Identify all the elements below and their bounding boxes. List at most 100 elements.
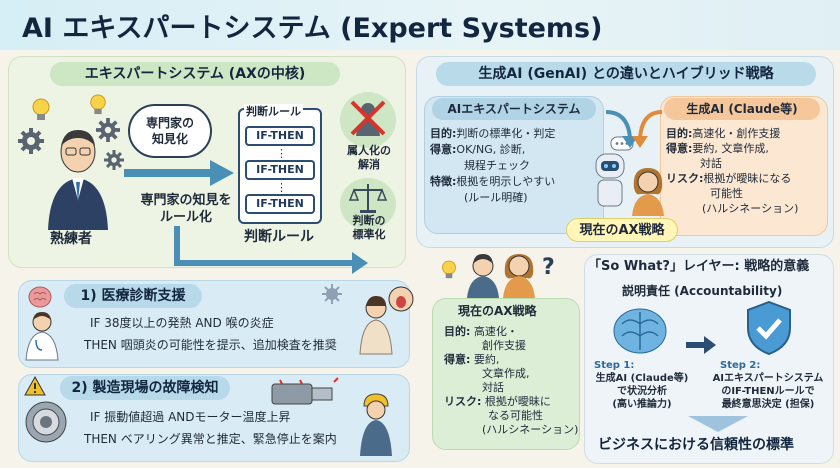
bubble-line-2: 知見化: [151, 132, 188, 146]
conclusion-text: ビジネスにおける信頼性の標準: [598, 437, 794, 453]
svg-text:?: ?: [542, 255, 555, 280]
expert-avatar: [48, 130, 108, 230]
example-1-if: IF 38度以上の発熱 AND 喉の炎症: [90, 316, 274, 330]
middle-ax-card: [432, 298, 580, 450]
genai-title: 生成AI (Claude等): [664, 98, 820, 120]
arrow-right-icon: [686, 336, 716, 354]
robot-avatar: [595, 153, 625, 207]
title-bar: [0, 0, 840, 50]
middle-row: 対話: [482, 381, 504, 394]
rule-title-bottom: 判断ルール: [244, 229, 314, 245]
engineer-avatar: [360, 393, 392, 456]
benefit-1-line-1: 属人化の: [347, 144, 391, 157]
benefit-2-line-1: 判断の: [352, 214, 386, 227]
cross-person-icon: [350, 100, 386, 136]
ai-expert-row: 規程チェック: [464, 159, 530, 172]
ai-expert-rows: 目的:判断の標準化・判定 得意:OK/NG, 診断, 規程チェック 特徴:根拠を…: [430, 126, 600, 206]
shield-check-icon: [747, 300, 791, 356]
brain-icon: [613, 308, 667, 354]
woman-avatar: [503, 254, 535, 298]
question-icon: ?: [542, 255, 555, 280]
benefit-2-line-2: 標準化: [352, 228, 386, 241]
lightbulb-icon: [90, 94, 106, 115]
gear-icon: [18, 128, 44, 154]
step-1-text: 生成AI (Claude等) で状況分析 (高い推論力): [594, 372, 690, 411]
example-1-then: THEN 咽頭炎の可能性を提示、追加検査を推奨: [84, 338, 337, 352]
genai-row: (ハルシネーション): [702, 202, 799, 215]
middle-row: 創作支援: [482, 339, 526, 352]
ai-expert-row: (ルール明確): [464, 191, 528, 204]
step-1-label: Step 1:: [594, 360, 635, 371]
genai-rows: 目的:高速化・創作支援 得意:要約, 文章作成, 対話 リスク:根拠が曖昧になる…: [666, 126, 828, 216]
arrow-right-icon: [124, 160, 234, 186]
arrow-right-icon: [352, 252, 368, 274]
arrow-down-icon: [632, 110, 663, 148]
warning-icon: [24, 375, 46, 396]
arrow-text-line-1: 専門家の知見を: [140, 193, 232, 208]
genai-row: 得意:要約, 文章作成,: [666, 142, 769, 155]
lightbulb-icon: [442, 260, 456, 279]
example-2-header: 2) 製造現場の故障検知: [60, 376, 230, 400]
genai-row: リスク:根拠が曖昧になる: [666, 172, 792, 185]
gear-icon: [104, 150, 124, 170]
scale-icon: [348, 184, 388, 213]
rule-box-3: IF-THEN: [245, 194, 315, 214]
machine-icon: [271, 377, 339, 405]
knowledge-bubble: 専門家の 知見化: [128, 104, 212, 158]
throat-icon: [388, 286, 414, 312]
middle-row: 目的: 高速化・: [444, 325, 518, 338]
page-title: AI エキスパートシステム (Expert Systems): [22, 13, 603, 44]
gear-icon: [96, 118, 120, 142]
rule-dots-1: ⋮: [276, 147, 287, 160]
example-1-header: 1) 医療診断支援: [64, 284, 202, 308]
expert-label: 熟練者: [50, 231, 92, 247]
doctor-avatar: [25, 312, 59, 361]
middle-row: リスク: 根拠が曖昧に: [444, 395, 551, 408]
benefit-1-text: 属人化の 解消: [342, 144, 396, 172]
middle-row: (ハルシネーション): [482, 423, 579, 436]
rule-box-2: IF-THEN: [245, 160, 315, 180]
arrow-text-line-2: ルール化: [159, 210, 212, 225]
patient-avatar: [359, 296, 393, 355]
lightbulb-icon: [32, 98, 50, 120]
rule-box-1: IF-THEN: [245, 126, 315, 146]
rule-dots-2: ⋮: [276, 181, 287, 194]
step-2-label: Step 2:: [720, 360, 761, 371]
ax-strategy-label: 現在のAX戦略: [566, 218, 678, 242]
benefit-1-line-2: 解消: [358, 158, 380, 171]
so-what-header: 「So What?」レイヤー: 戦略的意義: [588, 259, 810, 274]
step-1-line: 生成AI (Claude等): [595, 373, 689, 384]
step-1-line: で状況分析: [617, 386, 667, 397]
brain-icon: [28, 286, 52, 308]
benefit-2-text: 判断の 標準化: [342, 214, 396, 242]
example-2-then: THEN ベアリング異常と推定、緊急停止を案内: [84, 432, 337, 446]
so-what-subheader: 説明責任 (Accountability): [622, 284, 783, 298]
middle-row: なる可能性: [488, 409, 543, 422]
middle-row: 得意: 要約,: [444, 353, 500, 366]
ai-expert-row: 得意:OK/NG, 診断,: [430, 143, 526, 156]
flow-line-horizontal: [174, 260, 354, 266]
genai-row: 対話: [700, 157, 722, 170]
genai-row: 可能性: [710, 187, 743, 200]
bubble-line-1: 専門家の: [145, 116, 194, 130]
genai-row: 目的:高速化・創作支援: [666, 127, 781, 140]
step-1-line: (高い推論力): [612, 399, 672, 410]
genai-comparison-header: 生成AI (GenAI) との違いとハイブリッド戦略: [436, 62, 816, 86]
bearing-icon: [25, 401, 67, 443]
man-avatar: [467, 254, 499, 298]
step-2-line: AIエキスパートシステム: [712, 373, 824, 384]
ai-expert-row: 特徴:根拠を明示しやすい: [430, 175, 556, 188]
woman-avatar: [632, 168, 664, 216]
step-2-text: AIエキスパートシステム のIF-THENルールで 最終意思決定 (担保): [706, 372, 830, 411]
so-what-panel: [584, 254, 834, 464]
arrow-down-icon: [688, 416, 748, 432]
middle-row: 文章作成,: [482, 367, 530, 380]
ai-expert-row: 目的:判断の標準化・判定: [430, 127, 556, 140]
arrow-text: 専門家の知見を ルール化: [136, 192, 236, 226]
expert-system-header: エキスパートシステム (AXの中核): [50, 62, 340, 86]
example-2-if: IF 振動値超過 ANDモーター温度上昇: [90, 410, 291, 424]
step-2-line: 最終意思決定 (担保): [721, 399, 815, 410]
step-2-line: のIF-THENルールで: [721, 386, 815, 397]
flow-line-vertical: [174, 226, 180, 266]
middle-ax-rows: 目的: 高速化・ 創作支援 得意: 要約, 文章作成, 対話 リスク: 根拠が曖…: [444, 324, 580, 436]
